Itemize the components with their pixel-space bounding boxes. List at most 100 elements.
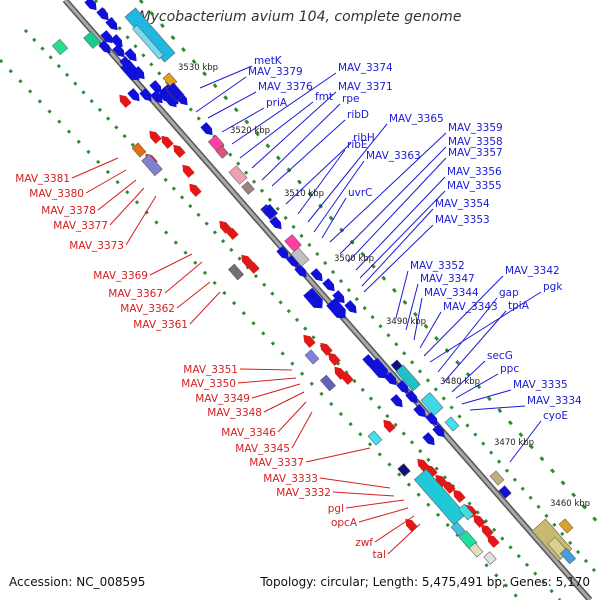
feature-block bbox=[395, 364, 421, 392]
feature-block bbox=[228, 263, 244, 281]
reverse-gene-arrow bbox=[189, 183, 202, 197]
feature-block bbox=[290, 247, 310, 267]
feature-block bbox=[489, 470, 505, 486]
gene-features bbox=[51, 0, 576, 565]
gene-arrow-shape bbox=[247, 260, 260, 274]
reverse-gene-arrow bbox=[481, 524, 494, 538]
forward-leader-line bbox=[363, 224, 434, 293]
feature-block-shape bbox=[290, 247, 310, 267]
feature-block-shape bbox=[228, 165, 248, 185]
gene-arrow-shape bbox=[303, 334, 316, 348]
reverse-leader-line bbox=[239, 368, 293, 371]
scale-tick-label: 3530 kbp bbox=[178, 63, 218, 73]
feature-block bbox=[132, 24, 164, 60]
reverse-gene-label: MAV_3373 bbox=[69, 240, 124, 252]
reverse-gene-arrow bbox=[119, 94, 132, 108]
gene-arrow-shape bbox=[110, 34, 123, 48]
reverse-leader-line bbox=[387, 523, 421, 555]
gene-arrow-shape bbox=[112, 44, 125, 58]
reverse-leader-line bbox=[263, 391, 305, 413]
forward-gene-label: fmt bbox=[315, 91, 333, 103]
scale-tick-label: 3510 kbp bbox=[284, 189, 324, 199]
forward-gene-label: priA bbox=[266, 97, 288, 109]
scale-tick-label: 3520 kbp bbox=[230, 126, 270, 136]
gene-arrow-shape bbox=[127, 88, 140, 102]
forward-gene-label: MAV_3363 bbox=[366, 150, 421, 162]
gene-arrow-shape bbox=[150, 90, 163, 104]
forward-leader-line bbox=[469, 405, 526, 411]
genome-summary-text: Topology: circular; Length: 5,475,491 bp… bbox=[260, 575, 590, 589]
guide-dot-track bbox=[0, 58, 522, 600]
gene-arrow-shape bbox=[200, 122, 213, 136]
gene-arrow-shape bbox=[332, 290, 345, 304]
forward-gene-label: tpiA bbox=[508, 300, 530, 312]
forward-gene-arrow bbox=[326, 297, 346, 319]
forward-gene-arrow bbox=[112, 44, 125, 58]
forward-gene-arrow bbox=[422, 432, 435, 446]
forward-leader-line bbox=[455, 373, 499, 399]
feature-block-shape bbox=[395, 364, 421, 392]
forward-gene-arrow bbox=[344, 300, 357, 314]
forward-gene-label: MAV_3355 bbox=[447, 180, 502, 192]
forward-gene-label: MAV_3376 bbox=[258, 81, 313, 93]
forward-gene-arrow bbox=[413, 404, 426, 418]
forward-gene-label: cyoE bbox=[543, 410, 568, 422]
reverse-leader-line bbox=[125, 195, 157, 246]
forward-gene-arrow bbox=[432, 424, 445, 438]
forward-gene-label: MAV_3374 bbox=[338, 62, 393, 74]
feature-block bbox=[131, 142, 147, 158]
gene-arrow-shape bbox=[139, 88, 152, 102]
gene-arrow-shape bbox=[269, 216, 282, 230]
gene-arrow-shape bbox=[182, 164, 195, 178]
gene-arrow-shape bbox=[105, 17, 118, 31]
forward-gene-arrow bbox=[120, 59, 140, 81]
reverse-gene-label: MAV_3381 bbox=[15, 173, 70, 185]
gene-arrow-shape bbox=[96, 7, 109, 21]
forward-gene-arrow bbox=[405, 390, 418, 404]
gene-arrow-shape bbox=[161, 135, 174, 149]
forward-gene-arrow bbox=[150, 90, 163, 104]
forward-gene-arrow bbox=[149, 80, 162, 94]
reverse-gene-arrow bbox=[473, 514, 486, 528]
forward-gene-label: ribH bbox=[353, 132, 375, 144]
feature-block-shape bbox=[450, 521, 466, 537]
gene-arrow-shape bbox=[326, 297, 346, 319]
forward-gene-label: MAV_3365 bbox=[389, 113, 444, 125]
feature-block bbox=[83, 31, 101, 49]
reverse-leader-line bbox=[237, 377, 297, 384]
forward-gene-label: metK bbox=[254, 55, 283, 67]
forward-gene-label: gap bbox=[499, 287, 519, 299]
forward-leader-line bbox=[195, 76, 247, 113]
reverse-gene-label: MAV_3380 bbox=[29, 188, 84, 200]
reverse-gene-arrow bbox=[487, 534, 500, 548]
gene-arrow-shape bbox=[481, 524, 494, 538]
forward-gene-arrow bbox=[390, 394, 403, 408]
forward-gene-label: MAV_3334 bbox=[527, 395, 582, 407]
forward-leader-line bbox=[297, 149, 346, 215]
reverse-gene-arrow bbox=[303, 334, 316, 348]
feature-block-shape bbox=[558, 518, 574, 534]
gene-arrow-shape bbox=[286, 254, 299, 268]
forward-gene-label: uvrC bbox=[348, 187, 373, 199]
gene-arrow-shape bbox=[384, 372, 397, 386]
forward-gene-label: MAV_3357 bbox=[448, 147, 503, 159]
feature-block-shape bbox=[483, 551, 497, 565]
forward-gene-label: MAV_3359 bbox=[448, 122, 503, 134]
forward-gene-arrow bbox=[310, 268, 323, 282]
forward-gene-arrow bbox=[303, 287, 323, 309]
reverse-gene-arrow bbox=[149, 130, 162, 144]
feature-block-shape bbox=[489, 470, 505, 486]
forward-gene-label: MAV_3356 bbox=[447, 166, 502, 178]
gene-arrow-shape bbox=[368, 357, 388, 379]
gene-arrow-shape bbox=[276, 246, 289, 260]
genome-backbone bbox=[62, 0, 593, 600]
feature-block-shape bbox=[132, 24, 164, 60]
gene-arrow-shape bbox=[422, 432, 435, 446]
forward-gene-arrow bbox=[396, 380, 409, 394]
guide-dot-track bbox=[23, 28, 562, 600]
feature-block bbox=[397, 463, 411, 477]
forward-gene-arrow bbox=[110, 34, 123, 48]
forward-leader-line bbox=[405, 283, 419, 331]
reverse-gene-arrow bbox=[226, 226, 239, 240]
